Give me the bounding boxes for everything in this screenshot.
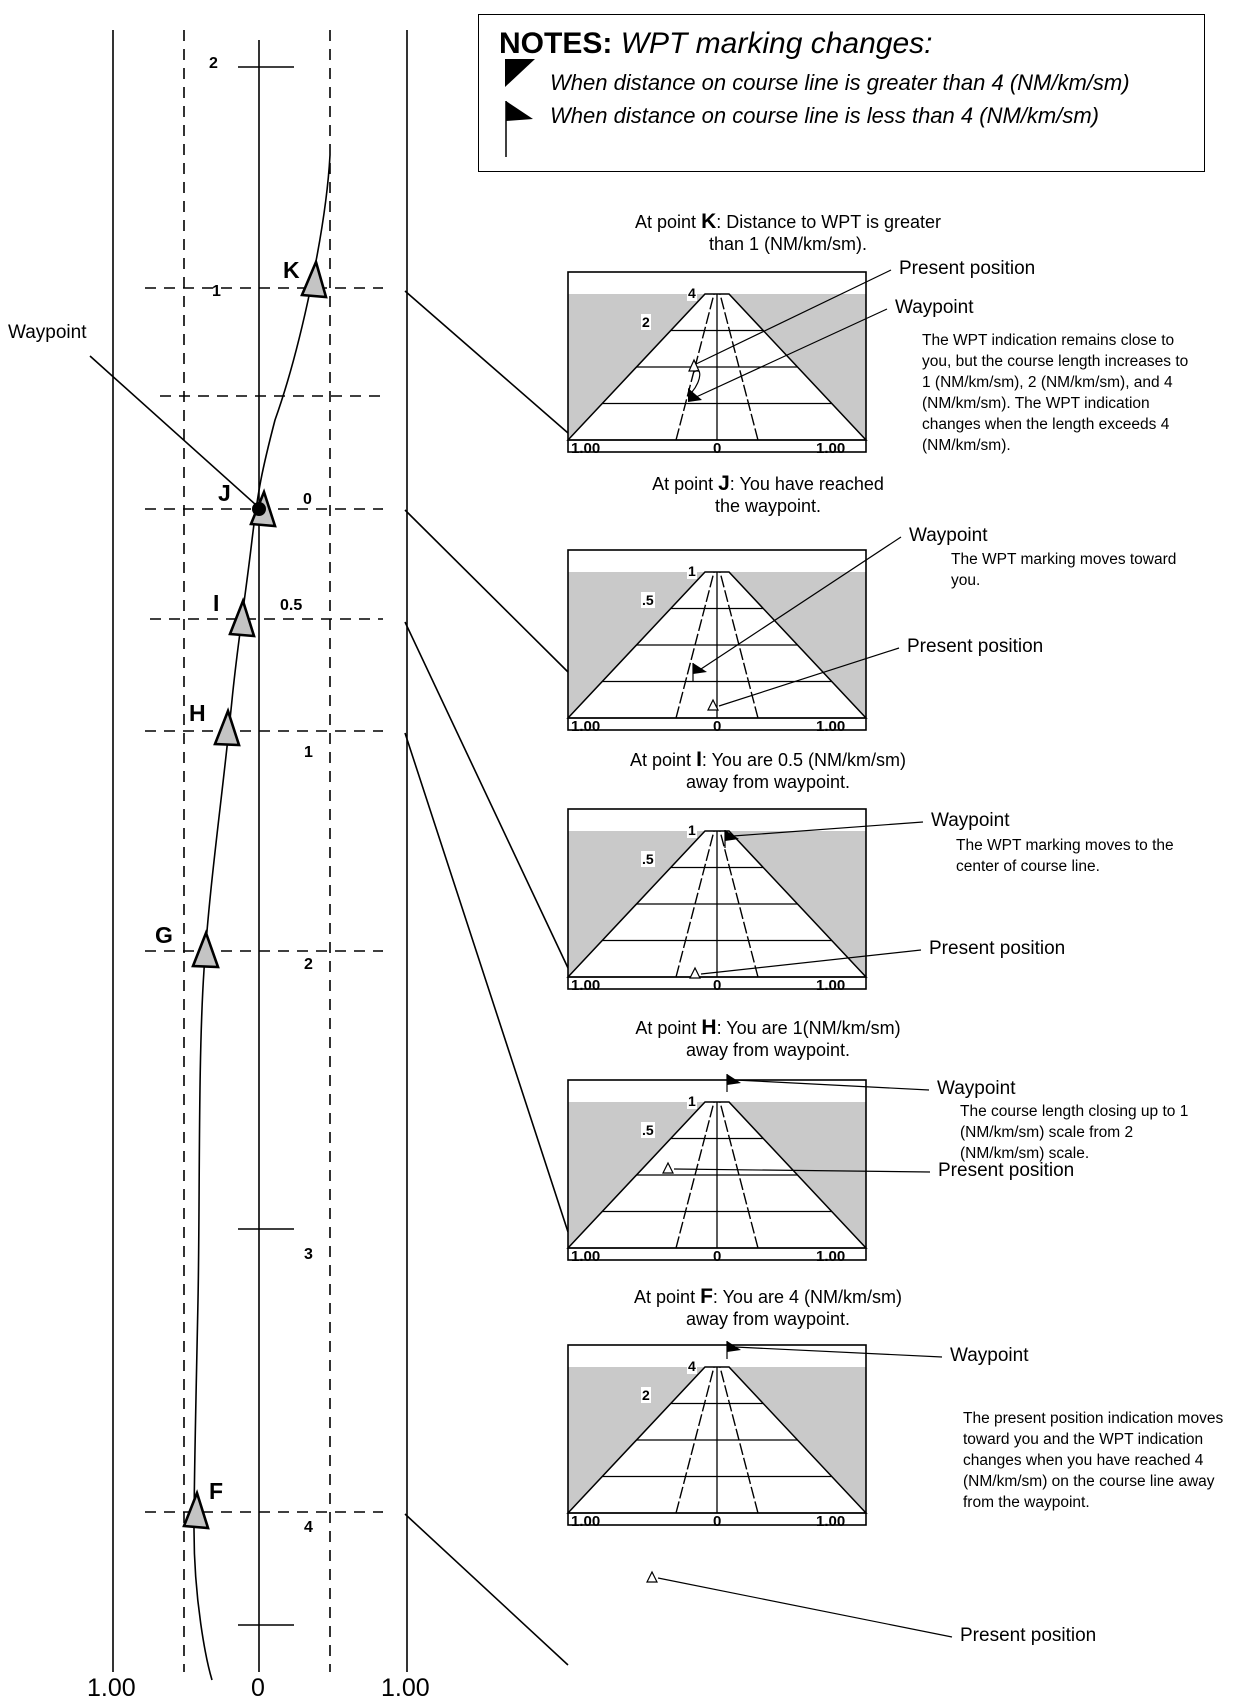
screen-description: The course length closing up to 1 (NM/km… xyxy=(960,1103,1189,1162)
range-mid-label: 2 xyxy=(641,1387,651,1403)
bottom-left-label: 1.00 xyxy=(571,718,601,735)
point-f-marker xyxy=(182,1489,210,1530)
bottom-right-label: 1.00 xyxy=(816,440,846,457)
range-top-label: 4 xyxy=(687,1358,697,1374)
bottom-right-label: 1.00 xyxy=(816,977,846,994)
range-mid-label: .5 xyxy=(641,1122,655,1138)
caption-suffix: : You are 0.5 (NM/km/sm) xyxy=(701,750,906,770)
notes-heading: NOTES: WPT marking changes: xyxy=(499,27,932,61)
caption-point: I xyxy=(696,748,702,771)
point-h-label: H xyxy=(189,700,206,726)
caption-line2: away from waypoint. xyxy=(685,1040,851,1060)
scale-label-2: 2 xyxy=(304,956,313,973)
caption-prefix: At point xyxy=(635,212,702,232)
bottom-center-label: 0 xyxy=(713,1513,722,1530)
bottom-center-label: 0 xyxy=(713,440,722,457)
screen-caption-i: At point I: You are 0.5 (NM/km/sm)away f… xyxy=(588,748,948,793)
bottom-left-label: 1.00 xyxy=(571,440,601,457)
caption-suffix: : Distance to WPT is greater xyxy=(716,212,941,232)
waypoint-label: Waypoint xyxy=(909,525,988,546)
caption-prefix: At point xyxy=(634,1287,701,1307)
screen-description: The WPT indication remains close to you,… xyxy=(922,332,1189,454)
caption-prefix: At point xyxy=(652,474,719,494)
caption-prefix: At point xyxy=(630,750,697,770)
flag-large-icon xyxy=(505,59,535,87)
point-f-label: F xyxy=(209,1478,224,1504)
caption-point: J xyxy=(718,472,730,495)
point-h-marker xyxy=(213,707,241,747)
ship-track xyxy=(193,154,331,1681)
point-i-label: I xyxy=(213,590,220,616)
scale-label-0-5: 0.5 xyxy=(280,597,303,614)
range-top-label: 1 xyxy=(687,563,697,579)
screen-caption-h: At point H: You are 1(NM/km/sm)away from… xyxy=(588,1016,948,1061)
screen-caption-f: At point F: You are 4 (NM/km/sm)away fro… xyxy=(588,1285,948,1330)
bottom-right-label: 1.00 xyxy=(816,1513,846,1530)
bottom-center-label: 0 xyxy=(713,1248,722,1265)
range-mid-label: .5 xyxy=(641,851,655,867)
scale-label-1-top: 1 xyxy=(212,283,221,300)
screen-description: The present position indication moves to… xyxy=(963,1410,1224,1511)
point-i-marker xyxy=(228,597,256,638)
bottom-center-label: 0 xyxy=(713,977,722,994)
screen-description: The WPT marking moves toward you. xyxy=(951,551,1177,589)
scale-label-1: 1 xyxy=(304,744,313,761)
notes-line-2: When distance on course line is less tha… xyxy=(550,103,1099,128)
waypoint-label: Waypoint xyxy=(950,1345,1029,1366)
range-top-label: 1 xyxy=(687,822,697,838)
notes-subtitle: WPT marking changes: xyxy=(620,27,933,60)
caption-suffix: : You are 1(NM/km/sm) xyxy=(716,1018,901,1038)
caption-point: K xyxy=(701,210,717,233)
scale-label-0: 0 xyxy=(303,491,312,508)
axis-label-left: 1.00 xyxy=(87,1674,136,1702)
waypoint-label: Waypoint xyxy=(931,810,1010,831)
present-position-label: Present position xyxy=(907,636,1044,657)
notes-box: NOTES: WPT marking changes: When distanc… xyxy=(478,14,1205,172)
bottom-center-label: 0 xyxy=(713,718,722,735)
bottom-left-label: 1.00 xyxy=(571,1513,601,1530)
present-position-label: Present position xyxy=(899,258,1036,279)
present-position-label: Present position xyxy=(929,938,1066,959)
scale-label-4: 4 xyxy=(304,1519,313,1536)
point-g-marker xyxy=(191,929,220,969)
caption-line2: away from waypoint. xyxy=(685,772,851,792)
flag-small-icon xyxy=(505,101,533,157)
point-k-marker xyxy=(300,258,328,299)
caption-point: H xyxy=(701,1016,717,1039)
range-mid-label: .5 xyxy=(641,592,655,608)
waypoint-label: Waypoint xyxy=(895,297,974,318)
caption-point: F xyxy=(700,1285,713,1308)
axis-label-center: 0 xyxy=(251,1674,265,1702)
point-g-label: G xyxy=(155,922,173,948)
notes-line-1: When distance on course line is greater … xyxy=(550,70,1130,95)
bottom-right-label: 1.00 xyxy=(816,718,846,735)
caption-suffix: : You have reached xyxy=(729,474,884,494)
present-position-label: Present position xyxy=(960,1625,1097,1646)
caption-prefix: At point xyxy=(635,1018,702,1038)
waypoint-label: Waypoint xyxy=(8,322,87,343)
bottom-left-label: 1.00 xyxy=(571,1248,601,1265)
waypoint-dot xyxy=(252,502,266,516)
screen-description: The WPT marking moves to the center of c… xyxy=(956,837,1174,875)
point-k-label: K xyxy=(283,257,300,283)
caption-line2: away from waypoint. xyxy=(685,1309,851,1329)
notes-title: NOTES: xyxy=(499,27,613,60)
range-mid-label: 2 xyxy=(641,314,651,330)
present-position-label: Present position xyxy=(938,1160,1075,1181)
point-j-label: J xyxy=(218,480,231,506)
scale-label-2-top: 2 xyxy=(209,55,218,72)
bottom-right-label: 1.00 xyxy=(816,1248,846,1265)
bottom-left-label: 1.00 xyxy=(571,977,601,994)
caption-suffix: : You are 4 (NM/km/sm) xyxy=(712,1287,902,1307)
scale-label-3: 3 xyxy=(304,1246,313,1263)
caption-line2: the waypoint. xyxy=(714,496,822,516)
range-top-label: 1 xyxy=(687,1093,697,1109)
caption-line2: than 1 (NM/km/sm). xyxy=(708,234,868,254)
waypoint-label: Waypoint xyxy=(937,1078,1016,1099)
range-top-label: 4 xyxy=(687,285,697,301)
axis-label-right: 1.00 xyxy=(381,1674,430,1702)
